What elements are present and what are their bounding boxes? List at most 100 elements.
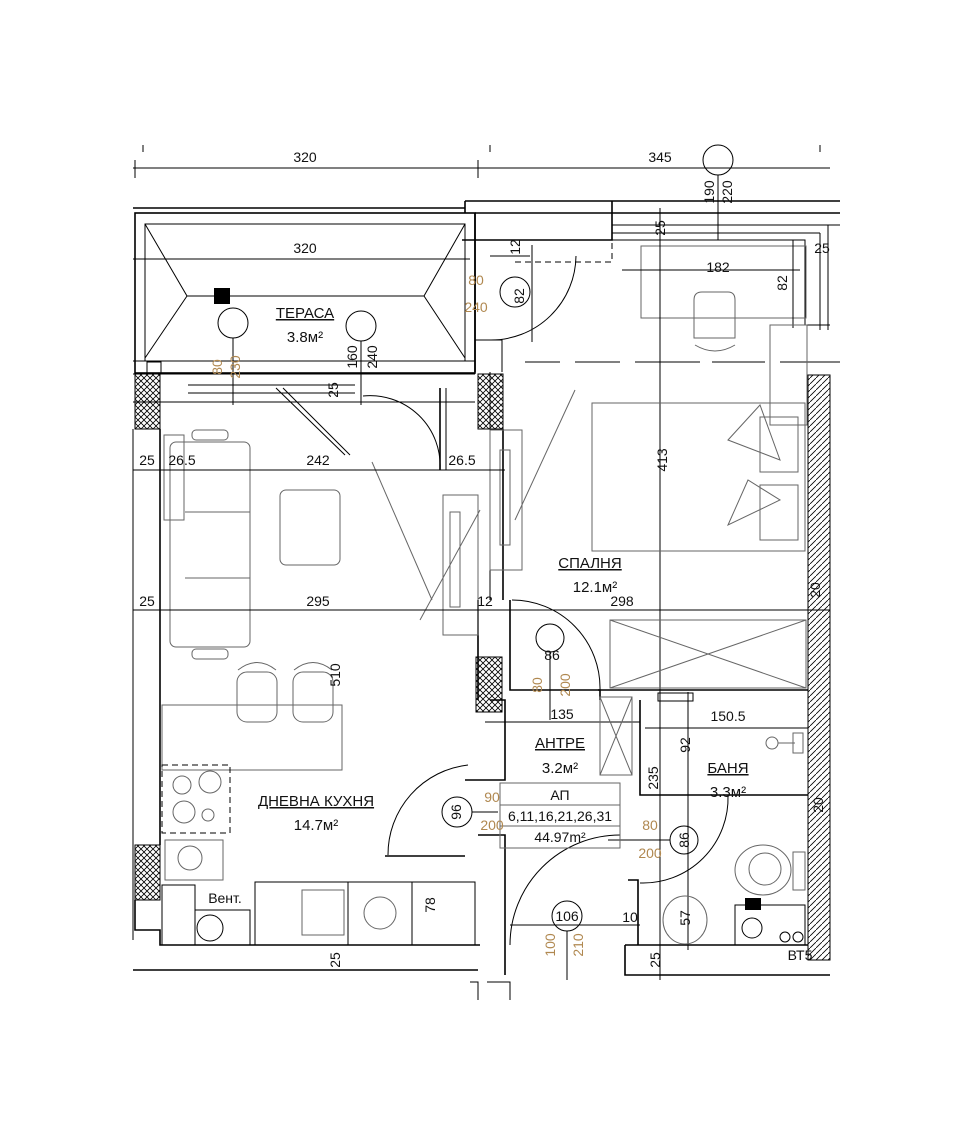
dim-label: 26.5 [448,452,475,468]
exterior-wall [807,374,831,961]
hob [161,764,231,834]
dim-label: 100 [542,933,558,957]
apartment-total-area: 44.97m² [534,829,586,845]
dim-label: 510 [327,663,343,687]
dim-label: 90 [484,789,500,805]
dim-label: 320 [293,149,317,165]
dim-label: 190 [701,180,717,204]
dim-label: 25 [647,952,663,968]
vertical-dimension-labels: 190 220 12 82 25 82 80 230 160 240 25 41… [209,180,826,968]
dim-label: 26.5 [168,452,195,468]
boiler-icon [196,914,224,942]
dim-label: 86 [544,647,560,663]
toilet [734,844,792,896]
dim-label: 150.5 [710,708,745,724]
sink [301,889,345,936]
room-area-bathroom: 3.3м² [710,784,746,801]
living-furniture [161,387,498,946]
top-dimension-line [133,144,830,240]
apartment-title: АП [550,787,569,803]
room-name-bedroom: СПАЛНЯ [558,555,621,572]
dim-label: 92 [677,737,693,753]
chair [693,291,736,339]
wall-column [134,844,161,901]
wall-column [475,656,503,713]
drain-icon [214,288,230,304]
dim-label: 160 [344,345,360,369]
dim-label: 200 [480,817,504,833]
riser-label: ВТ5 [788,947,813,963]
apartment-numbers: 6,11,16,21,26,31 [508,808,612,824]
dim-label: 86 [676,832,692,848]
dimension-labels: 320 345 320 80 240 182 25 25 26.5 242 26… [139,149,830,925]
coffee-table [279,489,341,566]
window-marker-icon [217,307,249,339]
dining-counter [161,704,343,771]
room-area-bedroom: 12.1м² [573,579,618,596]
bar-stool [292,671,334,723]
dim-label: 20 [810,797,826,813]
wall-column [134,373,161,430]
dim-label: 240 [464,299,488,315]
dim-label: 220 [719,180,735,204]
dim-label: 78 [422,897,438,913]
walls [132,372,830,1000]
dim-label: 96 [448,804,464,820]
dim-label: 25 [139,452,155,468]
bedroom-furniture [133,389,830,689]
dim-label: 82 [511,288,527,304]
dim-label: 80 [468,272,484,288]
dim-label: 10 [622,909,638,925]
desk [640,245,807,319]
dim-label: 230 [227,355,243,379]
room-name-hall: АНТРЕ [535,735,585,752]
apartment-info-box: АП 6,11,16,21,26,31 44.97m² [499,782,621,849]
dim-label: 320 [293,240,317,256]
dim-label: 235 [645,766,661,790]
dim-label: 242 [306,452,330,468]
dim-label: 80 [642,817,658,833]
dim-label: 298 [610,593,634,609]
room-area-living-kitchen: 14.7м² [294,817,339,834]
dim-label: 12 [507,239,523,255]
dim-label: 295 [306,593,330,609]
sofa [169,441,251,648]
dim-label: 106 [555,908,579,924]
dim-label: 25 [652,220,668,236]
room-name-terrace: ТЕРАСА [276,305,334,322]
dim-label: 182 [706,259,730,275]
dim-label: 240 [364,345,380,369]
dim-label: 20 [807,582,823,598]
dim-label: 12 [477,593,493,609]
room-name-living-kitchen: ДНЕВНА КУХНЯ [258,793,374,810]
dim-label: 135 [550,706,574,722]
dim-label: 80 [529,677,545,693]
dim-label: 82 [774,275,790,291]
dim-label: 25 [139,593,155,609]
kitchen-counter [254,881,476,946]
dim-label: 80 [209,359,225,375]
room-area-hall: 3.2м² [542,760,578,777]
dim-label: 25 [814,240,830,256]
dim-label: 200 [557,673,573,697]
dim-label: 413 [654,448,670,472]
bedroom-top-walls [462,200,840,980]
vent-grille [657,692,694,702]
room-name-bathroom: БАНЯ [707,760,748,777]
dim-label: 200 [638,845,662,861]
vent-label: Вент. [208,890,242,906]
dim-label: 345 [648,149,672,165]
hall-bath [485,599,808,980]
dim-label: 57 [677,910,693,926]
wardrobe [609,619,807,689]
dim-label: 25 [327,952,343,968]
bar-stool [236,671,278,723]
washing-machine [363,896,397,930]
room-area-terrace: 3.8м² [287,329,323,346]
door-marker-icon [702,144,734,176]
dim-label: 210 [570,933,586,957]
door-marker-icon [345,310,377,342]
washbasin [662,895,708,945]
window-marker-icon [499,276,531,308]
